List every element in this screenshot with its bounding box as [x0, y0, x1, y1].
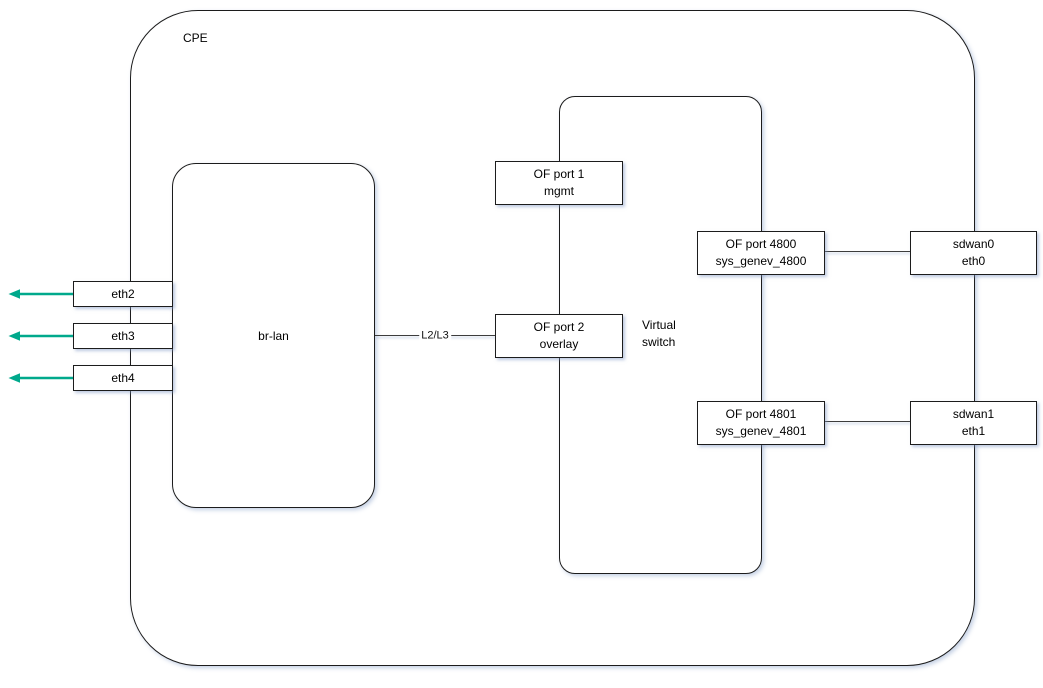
br-lan-label: br-lan — [258, 329, 289, 343]
sdwan1-name: sdwan1 — [952, 407, 995, 421]
sdwan1-iface: eth1 — [961, 424, 986, 438]
node-eth4: eth4 — [73, 365, 173, 391]
edge-ofport4800-sdwan0 — [825, 251, 910, 252]
arrow-head — [8, 289, 20, 299]
eth2-label: eth2 — [111, 286, 135, 301]
of-port-4801-iface: sys_genev_4801 — [715, 424, 807, 438]
node-of-port-4801: OF port 4801 sys_genev_4801 — [697, 401, 825, 445]
eth2-egress-arrow-icon — [8, 289, 73, 299]
eth4-label: eth4 — [111, 370, 135, 385]
of-port-4801-name: OF port 4801 — [725, 407, 797, 421]
eth4-egress-arrow-icon — [8, 373, 73, 383]
node-sdwan1: sdwan1 eth1 — [910, 401, 1037, 445]
arrow-head — [8, 373, 20, 383]
of-port-4800-iface: sys_genev_4800 — [715, 254, 807, 268]
of-port-4800-name: OF port 4800 — [725, 237, 797, 251]
node-of-port-4800: OF port 4800 sys_genev_4800 — [697, 231, 825, 275]
of-port-2-iface: overlay — [539, 337, 579, 351]
node-sdwan0: sdwan0 eth0 — [910, 231, 1037, 275]
sdwan0-name: sdwan0 — [952, 237, 995, 251]
of-port-1-iface: mgmt — [544, 184, 574, 198]
node-eth2: eth2 — [73, 281, 173, 307]
edge-ofport4801-sdwan1 — [825, 421, 910, 422]
edge-l2l3-label: L2/L3 — [419, 329, 451, 343]
of-port-1-name: OF port 1 — [533, 167, 585, 181]
br-lan-node — [172, 163, 375, 508]
cpe-label: CPE — [183, 31, 208, 45]
arrow-head — [8, 331, 20, 341]
node-of-port-2: OF port 2 overlay — [495, 314, 623, 358]
node-eth3: eth3 — [73, 323, 173, 349]
eth3-label: eth3 — [111, 328, 135, 343]
of-port-2-name: OF port 2 — [533, 320, 585, 334]
eth3-egress-arrow-icon — [8, 331, 73, 341]
node-of-port-1: OF port 1 mgmt — [495, 161, 623, 205]
virtual-switch-label: Virtual switch — [642, 318, 676, 349]
sdwan0-iface: eth0 — [961, 254, 986, 268]
